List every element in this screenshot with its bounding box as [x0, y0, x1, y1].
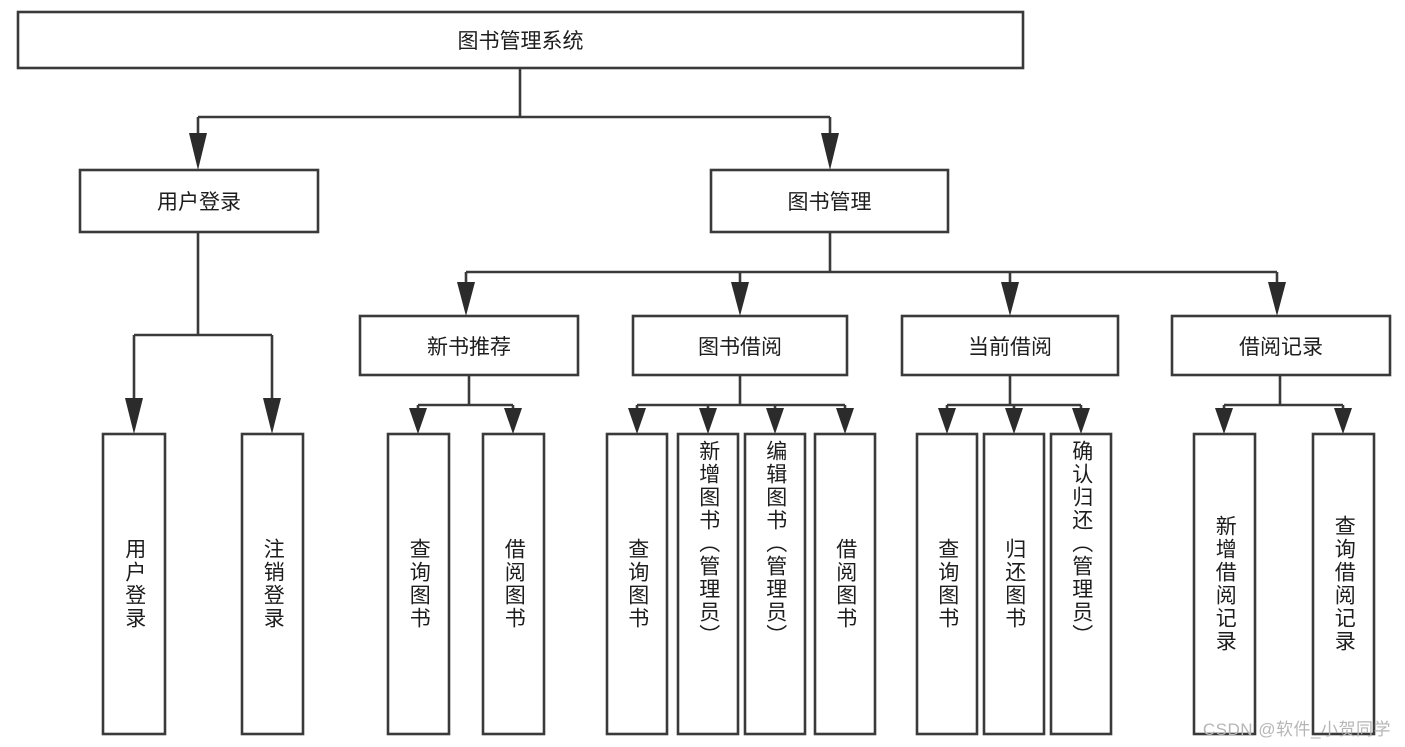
- node-box-leaf-borrow-book-1[interactable]: [481, 432, 546, 736]
- node-box-leaf-add-record[interactable]: [1192, 432, 1257, 736]
- arrowhead-leaf-query-book-3: [938, 408, 956, 434]
- connector-group-book-borrow: [628, 375, 854, 434]
- arrowhead-leaf-confirm-return: [1072, 408, 1090, 434]
- node-box-leaf-edit-book[interactable]: [743, 432, 807, 736]
- node-box-book-manage[interactable]: [709, 168, 950, 234]
- arrowhead-leaf-query-record: [1334, 408, 1352, 434]
- arrowhead-leaf-add-book: [699, 408, 717, 434]
- arrowhead-leaf-add-record: [1215, 408, 1233, 434]
- arrowhead-leaf-query-book-2: [628, 408, 646, 434]
- arrowhead-leaf-user-login: [125, 398, 143, 434]
- arrowhead-current-borrow: [1001, 282, 1019, 316]
- node-box-leaf-logout-login[interactable]: [240, 432, 305, 736]
- node-box-book-borrow[interactable]: [631, 314, 849, 377]
- node-box-leaf-borrow-book-2[interactable]: [813, 432, 877, 736]
- node-box-current-borrow[interactable]: [900, 314, 1120, 377]
- arrowhead-book-borrow: [731, 282, 749, 316]
- arrowhead-book-manage: [821, 133, 839, 170]
- arrowhead-user-login: [189, 133, 207, 170]
- node-box-root[interactable]: [16, 10, 1025, 70]
- node-box-leaf-query-book-2[interactable]: [605, 432, 669, 736]
- node-box-leaf-query-book-1[interactable]: [386, 432, 451, 736]
- arrowhead-borrow-record: [1268, 282, 1286, 316]
- arrowhead-leaf-return-book: [1005, 408, 1023, 434]
- arrowhead-leaf-logout-login: [263, 398, 281, 434]
- connector-group-user-login: [125, 232, 281, 434]
- arrowhead-leaf-edit-book: [766, 408, 784, 434]
- node-box-leaf-query-record[interactable]: [1311, 432, 1376, 736]
- node-box-leaf-query-book-3[interactable]: [915, 432, 979, 736]
- connector-group-new-book-recommend: [409, 375, 522, 434]
- connector-group-current-borrow: [938, 375, 1090, 434]
- node-box-leaf-user-login[interactable]: [101, 432, 167, 736]
- node-box-leaf-add-book[interactable]: [676, 432, 740, 736]
- arrowhead-new-book-recommend: [457, 282, 475, 316]
- connector-group-root: [189, 68, 839, 170]
- node-box-leaf-confirm-return[interactable]: [1049, 432, 1113, 736]
- node-box-borrow-record[interactable]: [1170, 314, 1392, 377]
- connector-group-borrow-record: [1215, 375, 1352, 434]
- arrowhead-leaf-borrow-book-1: [504, 408, 522, 434]
- connector-group-book-manage: [457, 232, 1286, 316]
- node-box-new-book-recommend[interactable]: [358, 314, 580, 377]
- node-box-leaf-return-book[interactable]: [982, 432, 1046, 736]
- arrowhead-leaf-borrow-book-2: [836, 408, 854, 434]
- arrowhead-leaf-query-book-1: [409, 408, 427, 434]
- node-box-user-login[interactable]: [78, 168, 320, 234]
- watermark-text: CSDN @软件_小贺同学: [1202, 720, 1391, 739]
